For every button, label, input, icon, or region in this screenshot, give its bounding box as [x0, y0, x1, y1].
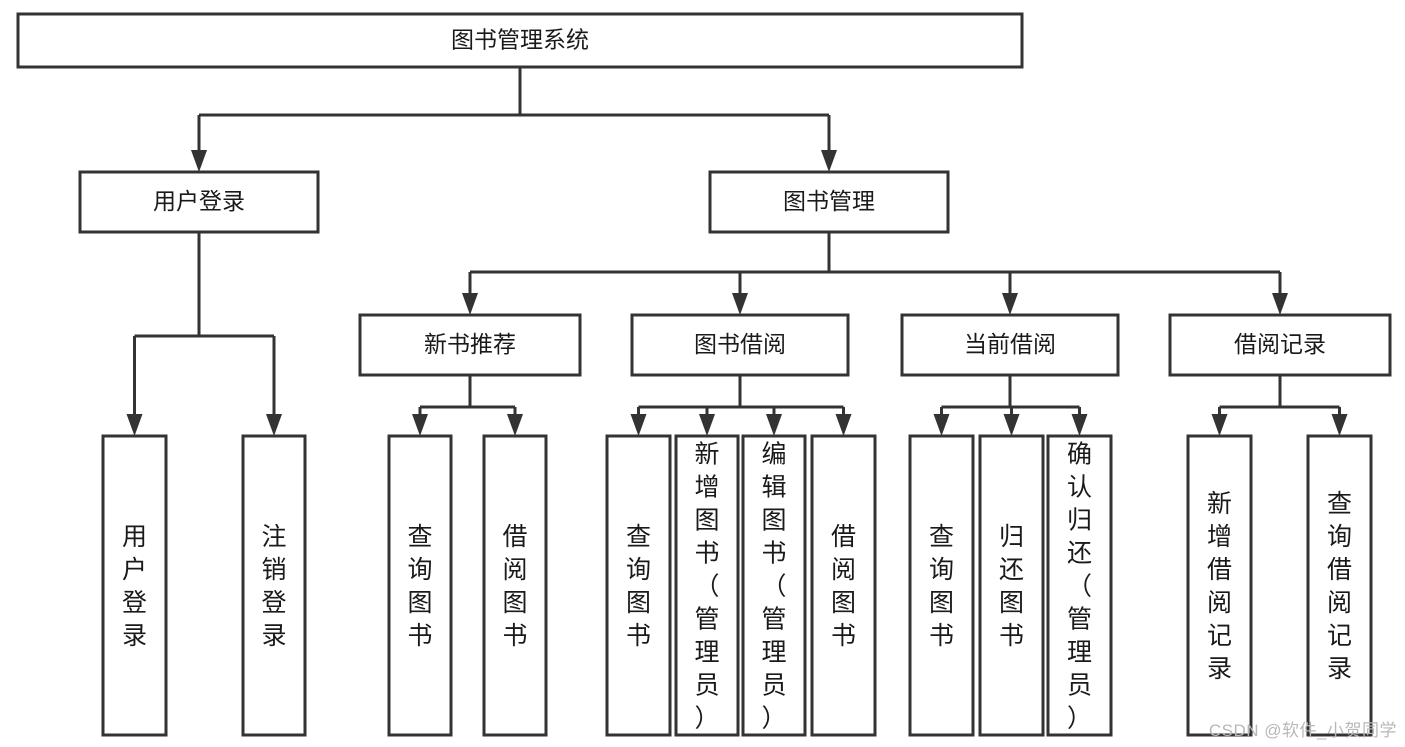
node-box — [101, 434, 168, 737]
arrow-head-icon — [191, 150, 207, 172]
node-leaf-query-book-2[interactable]: 查询图书 — [605, 434, 672, 737]
arrow-head-icon — [933, 414, 950, 436]
node-label: 查询图书 — [929, 523, 954, 650]
node-leaf-borrow-book-1[interactable]: 借阅图书 — [482, 434, 548, 737]
node-leaf-query-book-3[interactable]: 查询图书 — [908, 434, 975, 737]
node-borrow-record[interactable]: 借阅记录 — [1168, 313, 1392, 377]
node-leaf-user-login[interactable]: 用户登录 — [101, 434, 168, 737]
node-label: 图书管理 — [783, 188, 875, 214]
arrow-head-icon — [1071, 414, 1088, 436]
node-box — [1186, 434, 1253, 737]
node-box — [1168, 313, 1392, 377]
node-book-manage[interactable]: 图书管理 — [708, 170, 950, 234]
node-new-book-rec[interactable]: 新书推荐 — [358, 313, 582, 377]
node-box — [1306, 434, 1373, 737]
arrow-head-icon — [1272, 293, 1288, 315]
arrow-head-icon — [126, 414, 143, 436]
node-label: 新增图书（管理员） — [694, 441, 719, 733]
arrow-head-icon — [699, 414, 715, 436]
nodes-layer: 图书管理系统用户登录图书管理新书推荐图书借阅当前借阅借阅记录用户登录注销登录查询… — [16, 12, 1392, 737]
node-box — [708, 170, 950, 234]
node-label: 查询图书 — [626, 523, 651, 650]
node-box — [78, 170, 320, 234]
arrow-head-icon — [1003, 414, 1020, 436]
node-label: 查询借阅记录 — [1327, 490, 1352, 683]
node-box — [741, 434, 807, 737]
node-user-login[interactable]: 用户登录 — [78, 170, 320, 234]
node-book-borrow[interactable]: 图书借阅 — [630, 313, 850, 377]
node-box — [630, 313, 850, 377]
node-box — [978, 434, 1045, 737]
node-box — [482, 434, 548, 737]
node-box — [16, 12, 1024, 69]
node-label: 用户登录 — [153, 188, 245, 214]
node-leaf-logout[interactable]: 注销登录 — [241, 434, 307, 737]
node-leaf-edit-book[interactable]: 编辑图书（管理员） — [741, 434, 807, 737]
arrow-head-icon — [1002, 293, 1018, 315]
node-leaf-return-book[interactable]: 归还图书 — [978, 434, 1045, 737]
node-box — [241, 434, 307, 737]
node-label: 当前借阅 — [964, 331, 1056, 357]
node-current-borrow[interactable]: 当前借阅 — [900, 313, 1120, 377]
node-label: 编辑图书（管理员） — [761, 441, 786, 733]
arrow-head-icon — [507, 414, 523, 436]
node-leaf-add-book[interactable]: 新增图书（管理员） — [674, 434, 740, 737]
node-label: 用户登录 — [122, 523, 147, 650]
node-label: 归还图书 — [999, 523, 1024, 650]
node-box — [674, 434, 740, 737]
node-box — [810, 434, 877, 737]
node-leaf-query-book-1[interactable]: 查询图书 — [387, 434, 453, 737]
node-label: 图书管理系统 — [451, 27, 589, 53]
node-leaf-borrow-book-2[interactable]: 借阅图书 — [810, 434, 877, 737]
node-label: 借阅图书 — [502, 523, 527, 650]
node-label: 新增借阅记录 — [1207, 490, 1232, 683]
node-root[interactable]: 图书管理系统 — [16, 12, 1024, 69]
arrow-head-icon — [766, 414, 782, 436]
node-leaf-confirm-return[interactable]: 确认归还（管理员） — [1046, 434, 1113, 737]
node-box — [908, 434, 975, 737]
arrow-head-icon — [732, 293, 748, 315]
node-label: 确认归还（管理员） — [1067, 441, 1092, 733]
node-box — [605, 434, 672, 737]
arrow-head-icon — [1211, 414, 1228, 436]
node-label: 注销登录 — [261, 523, 286, 650]
arrow-head-icon — [835, 414, 852, 436]
arrow-head-icon — [266, 414, 282, 436]
node-label: 借阅记录 — [1234, 331, 1326, 357]
node-box — [387, 434, 453, 737]
node-label: 借阅图书 — [831, 523, 856, 650]
arrow-head-icon — [821, 150, 837, 172]
node-box — [358, 313, 582, 377]
node-leaf-query-record[interactable]: 查询借阅记录 — [1306, 434, 1373, 737]
arrow-head-icon — [412, 414, 428, 436]
node-label: 图书借阅 — [694, 331, 786, 357]
node-box — [1046, 434, 1113, 737]
arrow-head-icon — [1331, 414, 1348, 436]
edges-layer — [126, 67, 1348, 436]
arrow-head-icon — [630, 414, 647, 436]
node-leaf-add-record[interactable]: 新增借阅记录 — [1186, 434, 1253, 737]
node-label: 查询图书 — [407, 523, 432, 650]
node-box — [900, 313, 1120, 377]
node-label: 新书推荐 — [424, 331, 516, 357]
arrow-head-icon — [462, 293, 478, 315]
